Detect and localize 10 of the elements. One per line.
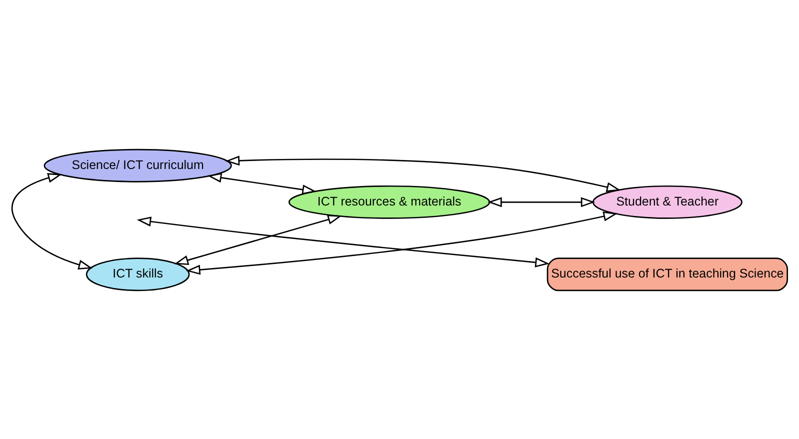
arrow [488, 196, 596, 207]
arrow [12, 172, 93, 270]
arrow [174, 214, 342, 264]
node-ellipse: Student & Teacher [592, 184, 742, 218]
node-ellipse: ICT skills [86, 257, 190, 291]
arrow [186, 210, 618, 274]
node-box: Successful use of ICT in teaching Science [546, 257, 788, 291]
arrow [136, 216, 550, 267]
arrow [225, 155, 621, 192]
arrow [207, 172, 317, 194]
